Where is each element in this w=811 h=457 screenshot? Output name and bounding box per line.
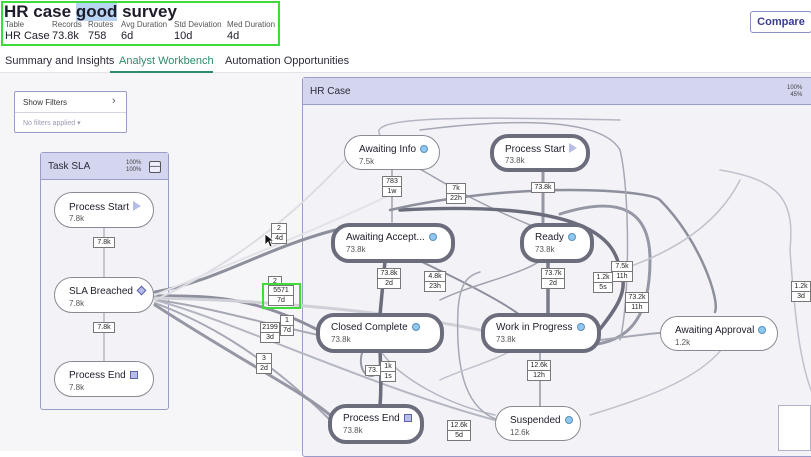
node-process-end[interactable]: Process End 73.8k <box>328 404 424 444</box>
no-filters-label[interactable]: No filters applied ▾ <box>23 120 81 127</box>
node-suspended[interactable]: Suspended 12.6k <box>495 406 581 441</box>
node-count: 73.8k <box>535 245 555 254</box>
node-count: 73.8k <box>331 335 351 344</box>
tab-automation-opportunities[interactable]: Automation Opportunities <box>225 55 350 67</box>
edge-label[interactable]: 7.8k <box>93 237 115 248</box>
tab-analyst-workbench[interactable]: Analyst Workbench <box>119 55 214 67</box>
node-count: 73.8k <box>496 335 516 344</box>
node-count: 12.6k <box>510 428 530 437</box>
node-ready[interactable]: Ready 73.8k <box>520 223 594 263</box>
node-work-in-progress[interactable]: Work in Progress 73.8k <box>481 313 601 353</box>
page-title: HR case good survey <box>4 2 177 21</box>
minimap[interactable] <box>778 405 811 451</box>
start-triangle-icon <box>133 201 142 211</box>
tab-summary-and-insights[interactable]: Summary and Insights <box>5 55 115 67</box>
start-triangle-icon <box>569 143 578 153</box>
status-dot-icon <box>567 233 576 241</box>
mouse-pointer-icon <box>264 233 276 248</box>
tab-bar: Summary and Insights Analyst Workbench A… <box>0 51 811 73</box>
node-name: Work in Progress <box>496 322 573 333</box>
task-sla-panel-title: Task SLA <box>48 161 91 172</box>
status-dot-icon <box>420 145 429 153</box>
task-sla-panel-header: Task SLA 100%100% — <box>41 153 168 180</box>
collapse-icon[interactable]: — <box>149 161 161 173</box>
hr-case-panel-title: HR Case <box>310 86 351 97</box>
hr-case-percentages: 100%45% <box>787 85 803 98</box>
node-name: Awaiting Info <box>359 144 417 155</box>
node-count: 73.8k <box>346 245 366 254</box>
status-dot-icon <box>576 323 585 331</box>
node-name: Suspended <box>510 415 561 426</box>
title-highlight-box <box>1 1 280 46</box>
status-dot-icon <box>428 233 437 241</box>
active-tab-indicator <box>110 71 213 73</box>
node-name: SLA Breached <box>69 286 133 297</box>
node-awaiting-info[interactable]: Awaiting Info 7.5k <box>344 135 440 170</box>
edge-label[interactable]: 73.8k <box>531 182 555 193</box>
node-awaiting-acceptance[interactable]: Awaiting Accept... 73.8k <box>331 223 455 263</box>
filters-panel[interactable]: Show Filters › No filters applied ▾ <box>14 91 127 133</box>
task-node-process-end[interactable]: Process End 7.8k <box>54 361 154 397</box>
show-filters-label[interactable]: Show Filters <box>23 98 68 107</box>
breach-diamond-icon <box>136 285 147 296</box>
task-node-process-start[interactable]: Process Start 7.8k <box>54 192 154 228</box>
node-name: Awaiting Accept... <box>346 232 425 243</box>
edge-label[interactable]: 7.8k <box>93 322 115 333</box>
compare-button[interactable]: Compare <box>750 11 811 33</box>
node-count: 7.8k <box>69 299 85 308</box>
status-dot-icon <box>564 416 573 424</box>
node-name: Process Start <box>505 144 566 155</box>
node-count: 7.5k <box>359 157 375 166</box>
status-dot-icon <box>411 323 420 331</box>
status-dot-icon <box>758 326 767 334</box>
node-count: 7.8k <box>69 383 85 392</box>
node-process-start[interactable]: Process Start 73.8k <box>490 134 590 172</box>
task-node-sla-breached[interactable]: SLA Breached 7.8k <box>54 277 154 313</box>
end-square-icon <box>129 371 138 379</box>
end-square-icon <box>403 414 412 422</box>
node-name: Closed Complete <box>331 322 408 333</box>
task-sla-percentages: 100%100% <box>126 160 142 173</box>
hr-case-panel-header: HR Case 100%45% <box>303 78 811 105</box>
edge-label-highlight-box <box>262 283 301 309</box>
edge-label[interactable]: 73. <box>365 365 381 376</box>
node-count: 7.8k <box>69 214 85 223</box>
node-name: Awaiting Approval <box>675 325 755 336</box>
node-count: 73.8k <box>343 426 363 435</box>
node-count: 1.2k <box>675 338 691 347</box>
node-name: Process End <box>69 370 126 381</box>
node-count: 73.8k <box>505 156 525 165</box>
chevron-right-icon[interactable]: › <box>112 95 116 107</box>
node-awaiting-approval[interactable]: Awaiting Approval 1.2k <box>660 316 778 351</box>
node-name: Process End <box>343 413 400 424</box>
node-name: Process Start <box>69 202 130 213</box>
filters-divider <box>15 112 126 113</box>
node-closed-complete[interactable]: Closed Complete 73.8k <box>316 313 444 353</box>
node-name: Ready <box>535 232 564 243</box>
